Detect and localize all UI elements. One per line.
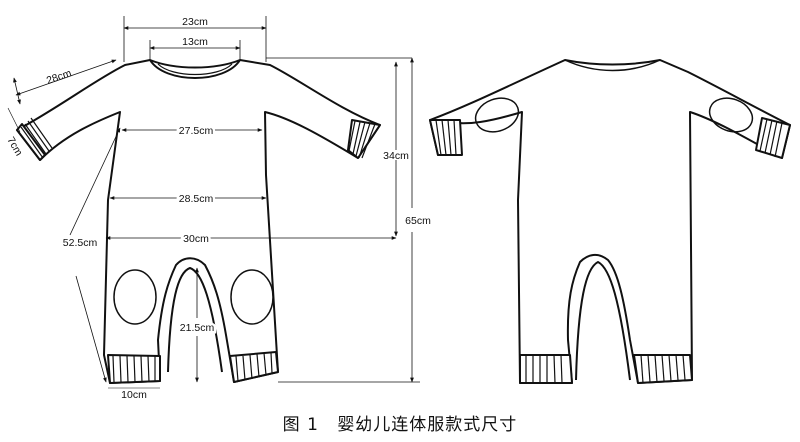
back-view [429,59,791,384]
dim-waist: 28.5cm [179,193,214,205]
back-left-cuff [429,119,463,156]
front-crotch-line [167,267,223,373]
front-view [16,59,381,384]
front-body-outline [16,59,381,384]
dim-cuff-width: 7cm [4,135,24,158]
front-right-knee-patch [230,269,274,325]
dim-leg-opening: 10cm [121,389,147,401]
dimension-labels: 23cm 13cm 28cm 7cm 27.5cm 28.5cm 30cm 52… [4,16,431,401]
front-right-cuff [347,119,381,159]
dim-inseam: 21.5cm [180,322,215,334]
dim-total-length: 65cm [405,215,431,227]
back-right-cuff [755,117,791,159]
front-left-cuff [16,117,53,161]
dim-chest: 27.5cm [179,125,214,137]
dim-shoulder-width: 23cm [182,16,208,28]
dimension-lines [7,16,420,389]
figure-caption: 图 1 婴幼儿连体服款式尺寸 [0,410,800,435]
back-crotch-line [575,261,631,381]
dim-neck-width: 13cm [182,36,208,48]
back-right-leg-cuff [633,354,693,384]
figure-label: 图 1 [282,415,319,435]
front-left-knee-patch [113,269,157,325]
front-right-leg-cuff [229,351,279,383]
front-neck-rib [149,59,241,79]
front-neck-rib-inner [157,63,233,76]
dim-upper-length: 34cm [383,150,409,162]
back-left-leg-cuff [519,354,573,384]
back-neck-line [564,59,661,72]
back-body-outline [429,59,791,384]
figure-title: 婴幼儿连体服款式尺寸 [337,415,518,435]
dim-hip: 30cm [183,233,209,245]
front-left-leg-cuff [107,354,161,384]
dim-side-length: 52.5cm [63,237,98,249]
back-right-elbow-patch [708,97,754,133]
back-left-elbow-patch [474,97,520,133]
dim-sleeve-length: 28cm [45,67,73,87]
